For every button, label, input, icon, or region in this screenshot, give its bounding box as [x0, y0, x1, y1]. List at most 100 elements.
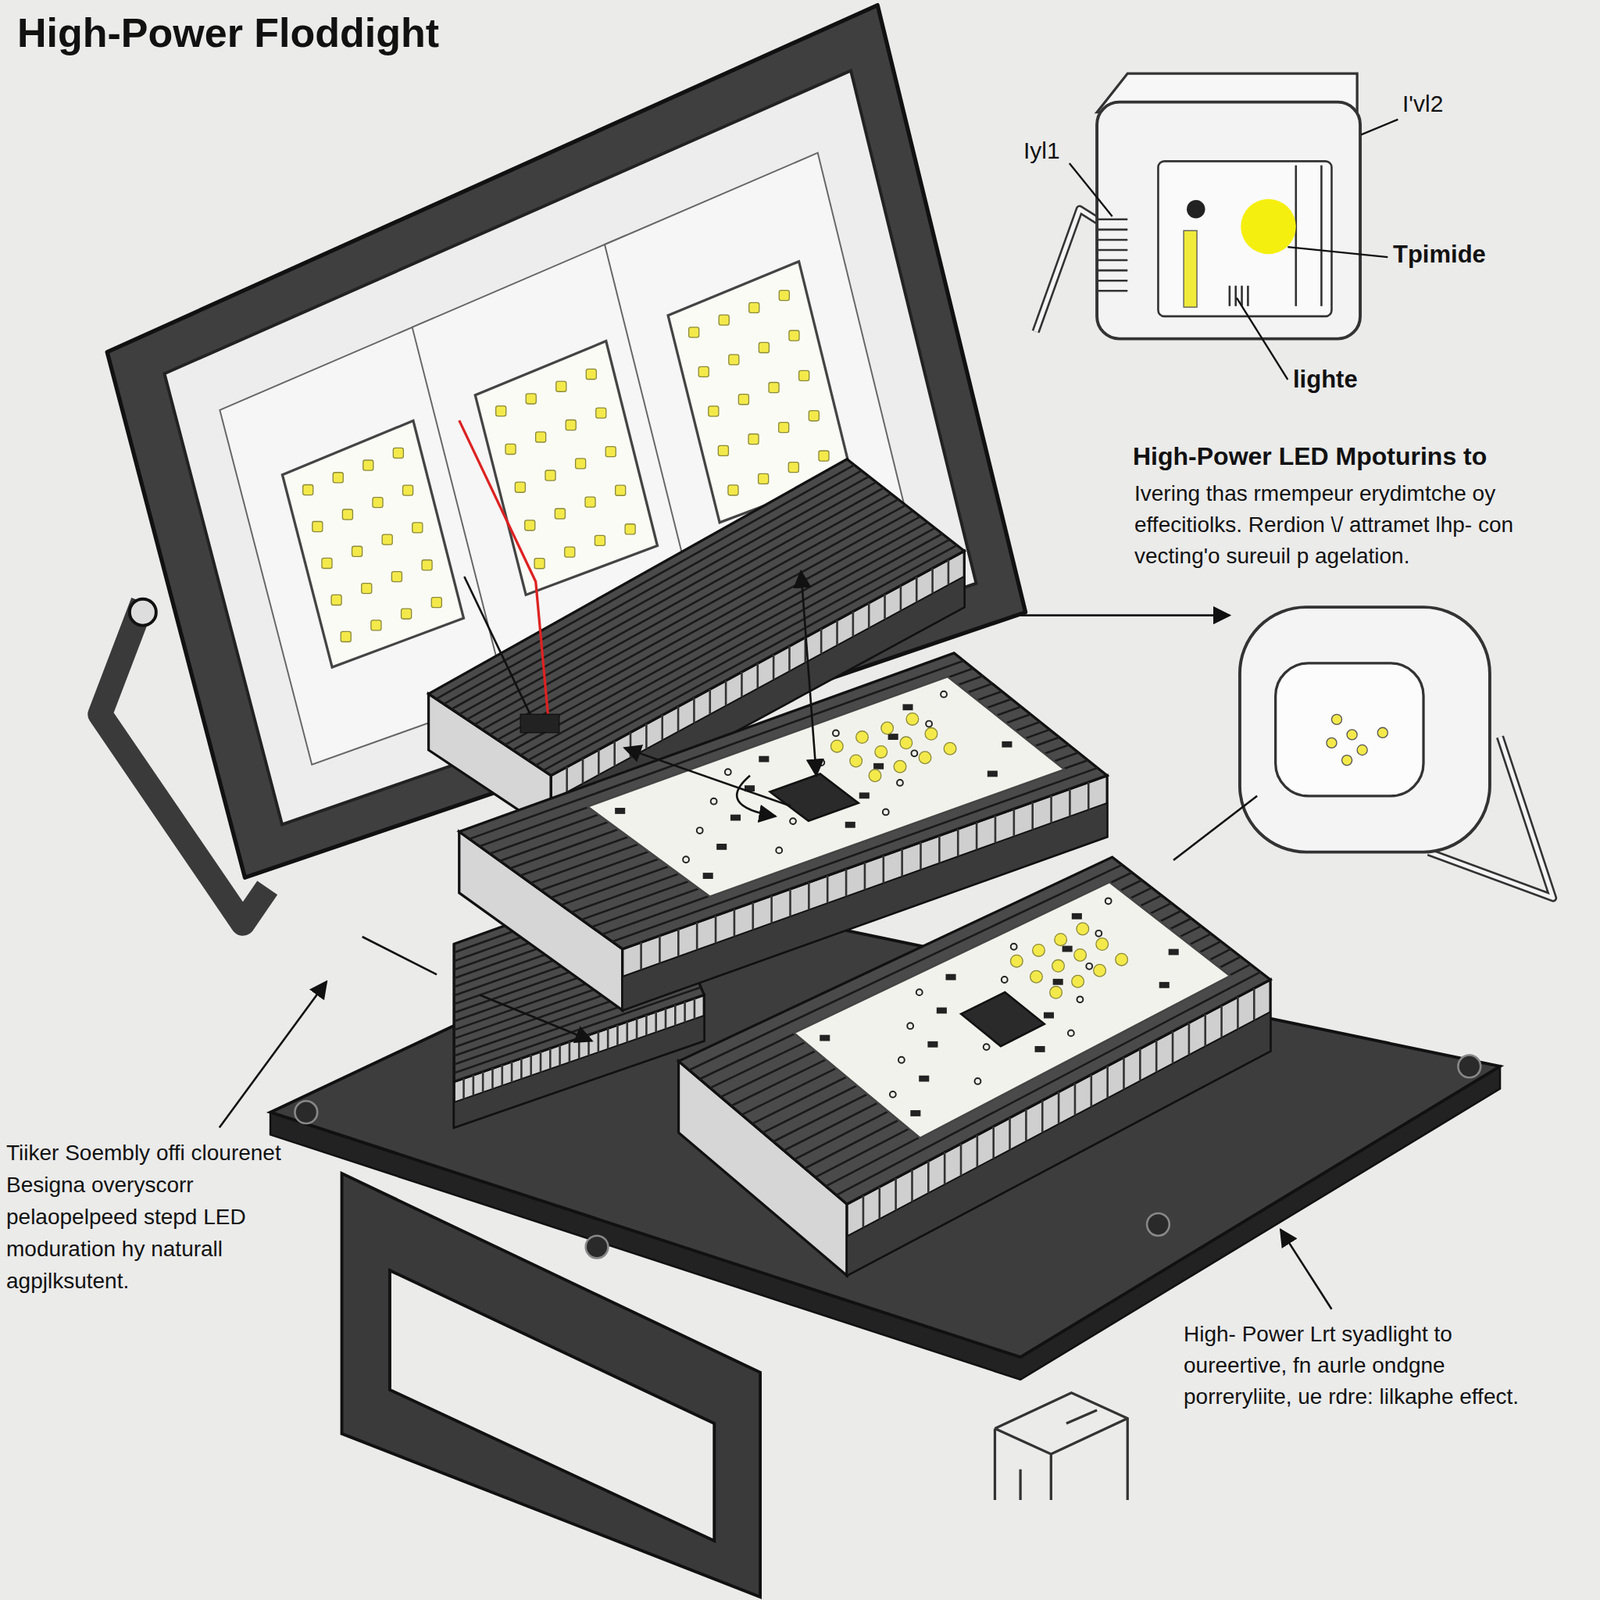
heatsink-fin [462, 1078, 465, 1099]
smd-part [859, 792, 870, 799]
smd-part [703, 872, 714, 879]
device-fin [1096, 239, 1128, 242]
heatsink-fin [607, 1028, 610, 1049]
mount-hole [1146, 1213, 1170, 1236]
heatsink-top [678, 857, 1272, 1204]
led-chip [331, 594, 342, 605]
heatsink-fin [696, 922, 699, 950]
led-chip [1054, 933, 1068, 947]
smd-part [817, 759, 825, 766]
led-chip [799, 370, 810, 381]
led-chip [1115, 953, 1129, 966]
heatsink-fin [910, 1169, 914, 1202]
smd-part [758, 756, 769, 763]
heatsink-fin [629, 732, 633, 758]
smd-part [1001, 976, 1008, 983]
smd-part [946, 974, 957, 981]
callout-line [362, 936, 437, 975]
smd-part [910, 750, 918, 757]
led-panel [475, 341, 658, 596]
led-chip [1030, 970, 1043, 983]
heatsink-fin [549, 1048, 552, 1069]
led-chip [788, 462, 799, 473]
driver-chip [770, 773, 859, 821]
heatsink-fin [957, 828, 960, 857]
assembly-arrow [800, 571, 817, 775]
heatsink-top [428, 459, 965, 776]
led-panel [282, 421, 464, 668]
heatsink-fin [915, 576, 918, 602]
led-chip [748, 433, 759, 444]
heatsink-fin [894, 1178, 897, 1211]
heatsink-fin [435, 464, 854, 700]
smd-part [1043, 1012, 1054, 1019]
heatsink-fin [474, 493, 891, 725]
heatsink-fin [788, 646, 791, 672]
heatsink-fin [1106, 1065, 1109, 1098]
heatsink-fin [597, 749, 600, 775]
heatsink-fin [1139, 1048, 1142, 1081]
heatsink-fin [677, 706, 680, 732]
smd-part [845, 821, 856, 829]
led-chip [718, 314, 729, 325]
heatsink-fin [992, 1126, 995, 1159]
led-chip [689, 327, 700, 338]
smd-part [882, 809, 890, 816]
led-chip [514, 482, 525, 493]
led-chip [556, 381, 567, 392]
heatsink-fin [1041, 1100, 1044, 1133]
led-chip [342, 509, 353, 520]
led-chip [728, 354, 740, 365]
led-chip [868, 769, 882, 783]
device-knob [1186, 200, 1206, 219]
smd-part [918, 1075, 929, 1083]
heatsink-fin [1057, 1092, 1061, 1125]
smd-part [832, 730, 840, 737]
heatsink-fin [1089, 1074, 1093, 1107]
led-chip [789, 330, 800, 341]
assembly-arrow [624, 747, 791, 806]
heatsink-fin [960, 1143, 963, 1176]
leader-line [1287, 246, 1388, 258]
led-chip [332, 472, 343, 483]
heatsink-fin [459, 482, 877, 715]
led-chip [818, 450, 829, 461]
heatsink-fin [693, 998, 697, 1019]
led-chip [708, 406, 719, 417]
smd-part [682, 856, 690, 863]
heatsink-fin [807, 882, 811, 910]
heatsink-fin [529, 1054, 533, 1075]
device-fin [1096, 218, 1128, 222]
leader-line [1236, 297, 1288, 379]
smd-part [1062, 946, 1073, 953]
smd-part [1095, 930, 1102, 937]
led-chip [403, 485, 414, 496]
page-title: High-Power Floddight [17, 9, 440, 57]
led-chip [565, 419, 576, 430]
pcb-board [587, 676, 1065, 897]
pcb-board [793, 882, 1230, 1139]
heatsink-fin [539, 1051, 543, 1072]
led-chip [525, 520, 536, 531]
leader-line [1360, 119, 1398, 136]
heatsink-fin [878, 1186, 881, 1219]
heatsink-fin [927, 1160, 930, 1193]
smd-part [1035, 1046, 1046, 1053]
heatsink-fin [845, 868, 848, 897]
led-chip [1010, 954, 1023, 968]
led-chip [382, 534, 393, 545]
smd-part [907, 1022, 914, 1029]
smd-part [789, 817, 797, 825]
led-chip [893, 760, 907, 773]
heatsink-fin [1068, 789, 1072, 817]
led-chip [728, 485, 739, 496]
device-fin [1096, 228, 1128, 232]
heatsink-fin [1025, 1109, 1028, 1142]
led-chip [615, 485, 626, 496]
led-chip [758, 342, 769, 353]
led-chip [401, 608, 412, 619]
smd-part [1076, 996, 1083, 1003]
led-chip [1357, 744, 1368, 755]
led-chip [391, 571, 402, 583]
heatsink-fin [578, 1038, 581, 1059]
